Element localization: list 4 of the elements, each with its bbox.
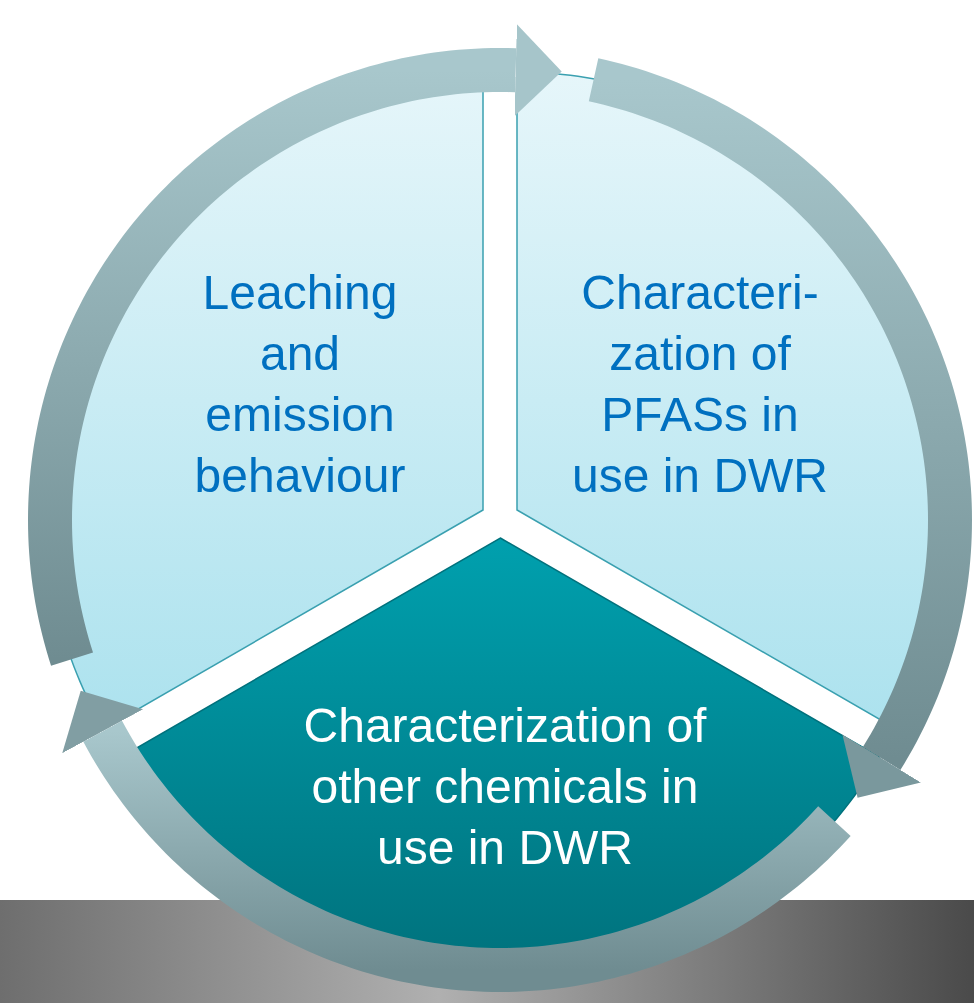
curved-arrow <box>62 690 852 992</box>
segment-label: Leaching and emission behaviour <box>193 265 407 504</box>
segment-label: Characterization of other chemicals in use in DWR <box>302 698 708 876</box>
segment-label: Characteri- zation of PFASs in use in DWR <box>570 265 830 504</box>
